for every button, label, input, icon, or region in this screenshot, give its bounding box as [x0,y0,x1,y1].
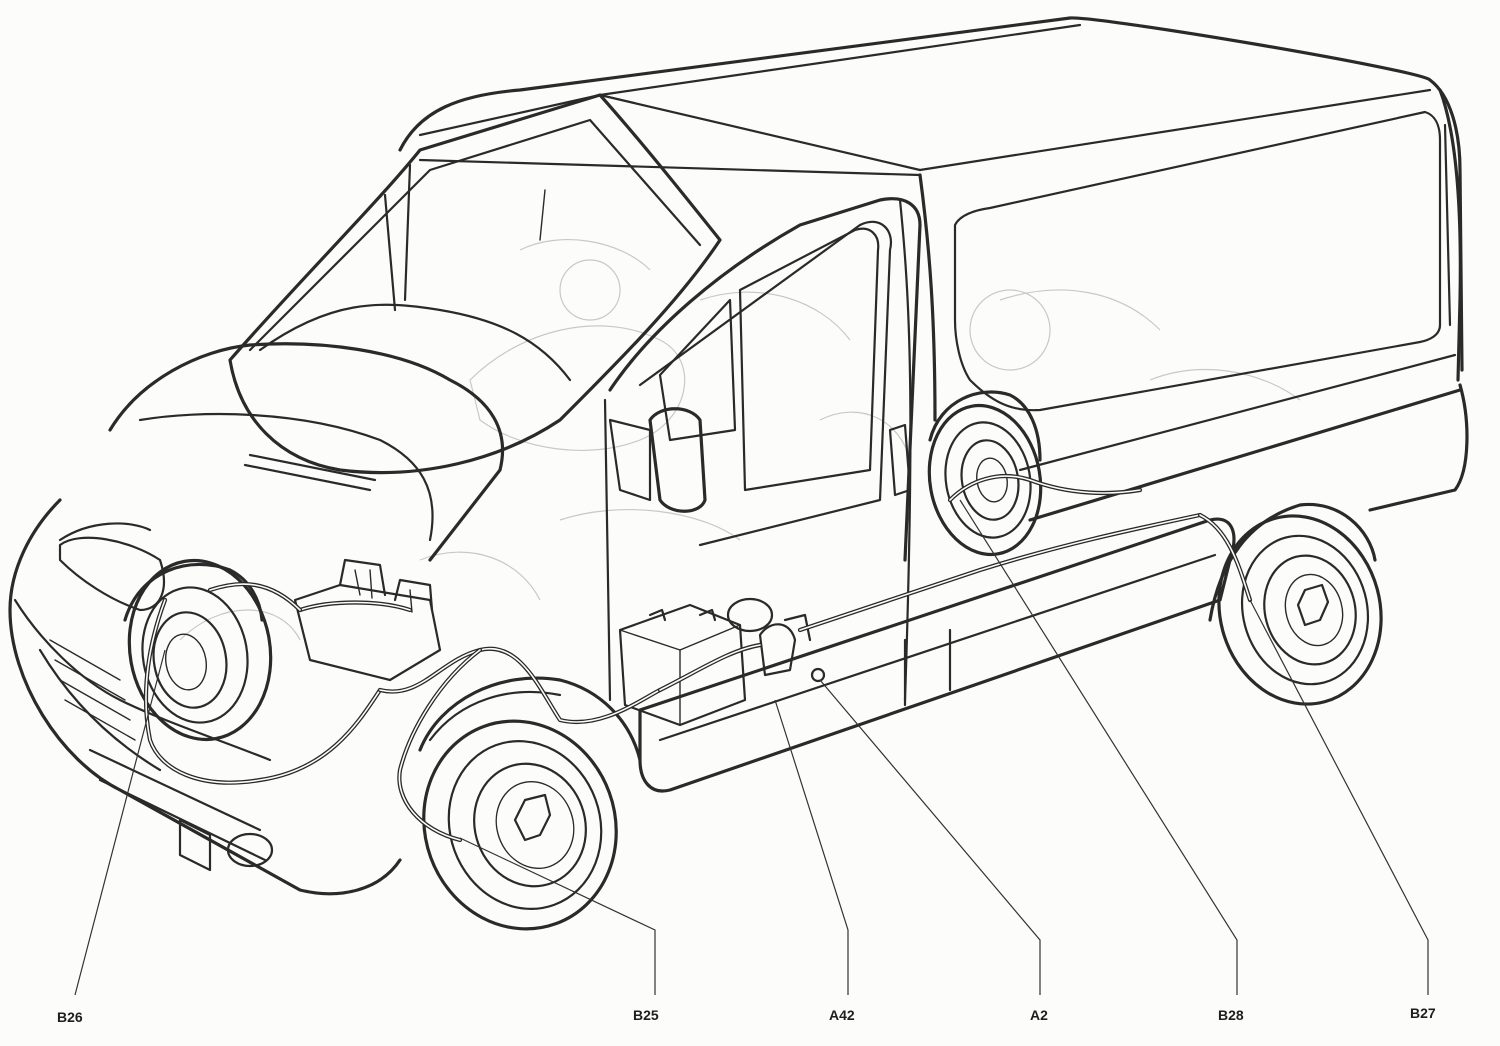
label-a2: A2 [1030,1007,1048,1023]
label-b27: B27 [1410,1005,1436,1021]
front-left-wheel [123,558,273,742]
label-b28: B28 [1218,1007,1244,1023]
engine-bay-components [293,558,442,682]
rear-right-wheel [1208,502,1383,706]
callout-leader-lines [74,499,1429,996]
front-right-wheel [422,719,618,931]
leader-b25 [459,837,656,995]
label-b26: B26 [57,1009,83,1025]
leader-b28 [959,499,1238,995]
van-body [8,16,1469,896]
leader-a2 [819,679,1041,995]
ghost-background-lines [179,239,1301,641]
callout-labels: B26 B25 A42 A2 B28 B27 [57,1005,1436,1025]
battery-and-a42-module [618,597,826,727]
leader-a42 [774,699,849,995]
wiring-harness [143,474,1253,843]
label-b25: B25 [633,1007,659,1023]
leader-b27 [1249,599,1429,995]
label-a42: A42 [829,1007,855,1023]
leader-b26 [74,649,166,996]
